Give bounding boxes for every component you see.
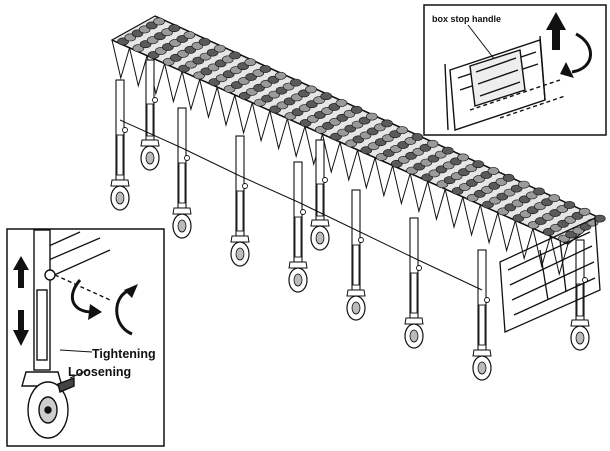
scissor-link (251, 102, 271, 143)
roller-wheel (168, 24, 180, 33)
front-leg (404, 217, 424, 349)
leg-height-inset: Tightening Loosening (6, 228, 165, 447)
conveyor-legs (110, 59, 590, 381)
scissor-link (321, 134, 341, 175)
roller-wheel (214, 44, 226, 53)
roller-wheel (305, 85, 317, 94)
front-leg (230, 135, 250, 267)
roller-wheel (350, 105, 363, 114)
roller-wheel (274, 71, 287, 80)
front-leg (472, 249, 492, 381)
scissor-link (462, 196, 481, 237)
roller-wheel (593, 214, 606, 223)
leg-brace (355, 229, 415, 259)
leg-brace (239, 175, 299, 203)
roller-wheel (533, 187, 545, 196)
scissor-link (181, 71, 201, 112)
leg-brace (181, 147, 241, 177)
scissor-link (164, 63, 183, 104)
roller-wheel (289, 78, 302, 87)
roller-wheel (472, 160, 485, 169)
roller-wheel (229, 51, 241, 60)
leg-brace (297, 201, 357, 231)
scissor-link (532, 228, 551, 269)
roller-wheel (259, 65, 272, 73)
roller-wheel (365, 112, 378, 121)
scissor-link (392, 165, 411, 206)
front-leg (288, 161, 308, 293)
scissor-link (199, 79, 218, 120)
roller-wheel (441, 146, 454, 155)
roller-wheel (198, 37, 211, 46)
down-arrow-icon (13, 310, 29, 346)
tightening-label: Tightening (92, 347, 156, 361)
roller-wheel (320, 92, 333, 101)
back-leg (140, 59, 160, 171)
conveyor-bed (110, 15, 606, 277)
caster-wheel (21, 371, 75, 439)
leg-brace (119, 119, 183, 149)
up-arrow-icon (546, 12, 566, 50)
roller-wheel (335, 99, 348, 107)
rotate-arrow-icon (70, 279, 102, 320)
rotate-arrow-icon (560, 32, 592, 78)
loosening-label: Loosening (68, 365, 131, 379)
scissor-link (129, 47, 148, 88)
rotate-arrow-icon (115, 284, 138, 336)
scissor-link (427, 181, 446, 222)
scissor-link (111, 39, 131, 80)
box-stop-handle-label: box stop handle (432, 14, 501, 24)
skate-wheel-rollers (117, 17, 606, 243)
scissor-link (444, 188, 464, 229)
roller-wheel (153, 17, 165, 26)
box-stop-inset: box stop handle (423, 4, 607, 136)
roller-wheel (381, 119, 393, 128)
roller-wheel (502, 173, 515, 182)
scissor-link (497, 212, 516, 253)
roller-wheel (563, 201, 576, 209)
roller-wheel (487, 167, 500, 175)
scissor-link (409, 173, 429, 214)
roller-wheel (517, 180, 530, 189)
front-leg (172, 107, 192, 239)
scissor-link (479, 204, 499, 245)
scissor-link (514, 220, 534, 261)
front-leg (346, 189, 366, 321)
roller-wheel (548, 194, 561, 203)
front-leg (110, 79, 130, 211)
back-leg (310, 139, 330, 251)
leg-brace (413, 257, 483, 291)
scissor-link (286, 118, 306, 159)
scissor-link (357, 149, 376, 190)
roller-wheel (426, 139, 439, 148)
up-arrow-icon (13, 256, 29, 288)
scissor-link (269, 110, 288, 151)
roller-wheel (244, 58, 256, 67)
end-guard-rail (499, 217, 601, 333)
scissor-link (374, 157, 394, 198)
scissor-link (216, 86, 236, 127)
scissor-link (234, 94, 253, 135)
back-leg (570, 239, 590, 351)
roller-wheel (411, 133, 424, 141)
roller-wheel (183, 31, 196, 39)
scissor-link (339, 141, 359, 182)
roller-wheel (396, 126, 409, 135)
roller-wheel (457, 153, 469, 162)
roller-wheel (578, 207, 591, 216)
